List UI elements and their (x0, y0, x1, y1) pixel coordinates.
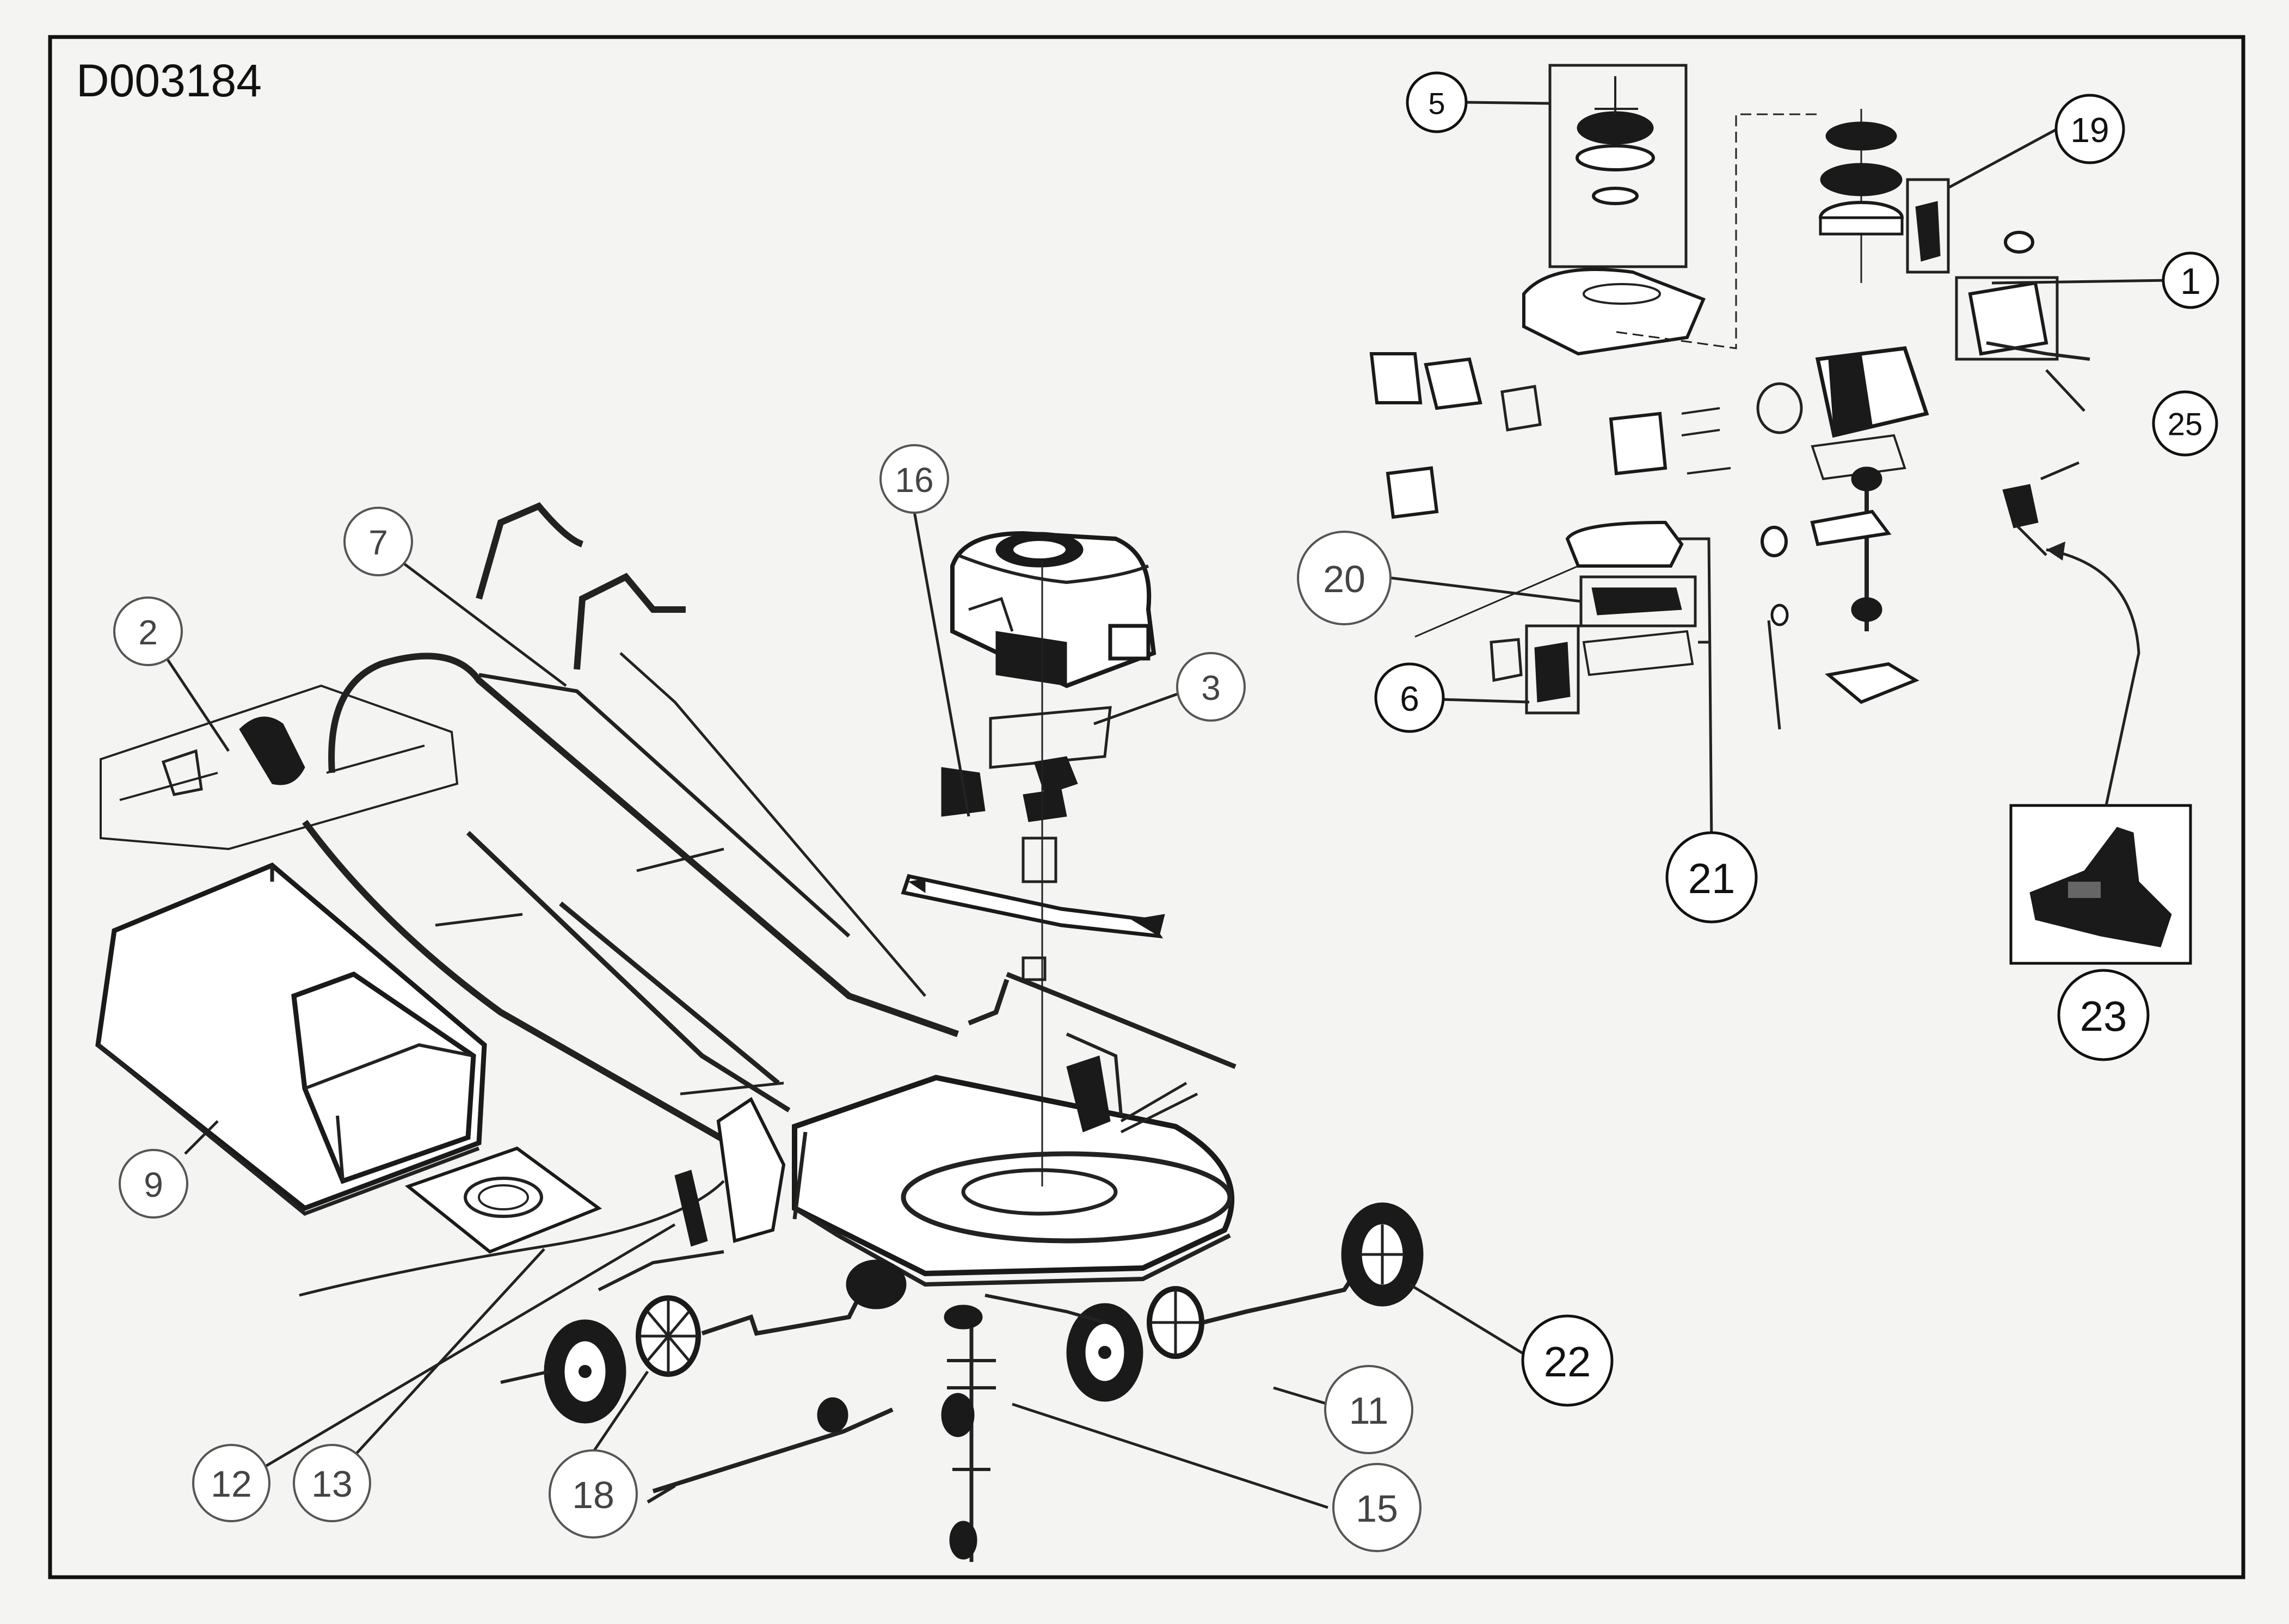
front-wheels (984, 1202, 1424, 1402)
callout-25: 25 (2152, 390, 2218, 457)
callout-22-label: 22 (1544, 1338, 1591, 1386)
engine-assembly (941, 531, 1156, 1186)
callout-6-label: 6 (1400, 679, 1419, 718)
callout-7-label: 7 (368, 523, 388, 562)
carburetor-box (1525, 624, 1580, 715)
callout-18-circle (549, 1449, 638, 1539)
starter-box (1548, 64, 1688, 268)
fuel-tank-box (1955, 276, 2059, 361)
callout-20-label: 20 (1323, 558, 1365, 600)
leader-lines (162, 101, 2172, 1509)
callout-9-circle (119, 1149, 188, 1219)
callout-13-label: 13 (311, 1463, 353, 1505)
mower-assembly (95, 502, 1424, 1562)
callout-19-circle (2054, 94, 2125, 164)
rear-axle-rod (500, 1370, 894, 1504)
callout-1: 1 (2162, 251, 2219, 309)
callout-23: 23 (2057, 969, 2150, 1061)
cutting-blade (901, 873, 1165, 939)
lower-handle (435, 831, 791, 1112)
inset-bracket (2009, 804, 2192, 965)
callout-22: 22 (1521, 1314, 1614, 1407)
callout-18: 18 (549, 1449, 638, 1539)
upper-handle (302, 502, 959, 1146)
callout-16-circle (879, 444, 949, 514)
callout-22-circle (1521, 1314, 1614, 1407)
callout-15: 15 (1332, 1463, 1422, 1552)
rear-wheels (544, 1259, 907, 1424)
callout-21: 21 (1665, 831, 1758, 924)
callout-9: 9 (119, 1149, 188, 1219)
grass-catcher (95, 862, 487, 1216)
callout-20-circle (1297, 531, 1392, 625)
callout-18-label: 18 (572, 1474, 614, 1516)
callout-12-label: 12 (211, 1463, 252, 1505)
rear-flap (404, 1146, 602, 1254)
callout-21-label: 21 (1688, 854, 1736, 902)
height-adjuster (598, 1097, 786, 1291)
callout-5-label: 5 (1428, 87, 1445, 121)
document-id: D003184 (76, 55, 262, 106)
callout-3: 3 (1176, 652, 1246, 722)
callout-15-circle (1332, 1463, 1422, 1552)
callout-6-circle (1374, 662, 1445, 733)
callout-5-circle (1406, 71, 1468, 133)
callout-13: 13 (293, 1444, 371, 1522)
callout-11-circle (1324, 1365, 1413, 1454)
callout-12-circle (192, 1444, 270, 1522)
callout-12: 12 (192, 1444, 270, 1522)
callout-23-label: 23 (2080, 992, 2127, 1040)
callout-3-label: 3 (1201, 668, 1221, 708)
arrow-head-23 (2046, 542, 2065, 561)
callout-13-circle (293, 1444, 371, 1522)
callout-1-circle (2162, 251, 2219, 309)
coil-box (1906, 178, 1950, 274)
callout-16: 16 (879, 444, 949, 514)
callout-3-circle (1176, 652, 1246, 722)
callout-25-label: 25 (2168, 407, 2203, 442)
callout-15-label: 15 (1356, 1487, 1398, 1530)
callout-11-label: 11 (1349, 1389, 1389, 1432)
callout-7-circle (343, 507, 413, 576)
diagram-frame (48, 35, 2245, 1579)
callout-16-label: 16 (895, 460, 933, 500)
callout-21-circle (1665, 831, 1758, 924)
callout-6: 6 (1374, 662, 1445, 733)
callout-19-label: 19 (2070, 110, 2109, 150)
callout-7: 7 (343, 507, 413, 576)
callout-2-label: 2 (138, 613, 158, 652)
callout-5: 5 (1406, 71, 1468, 133)
callout-2-circle (113, 596, 183, 666)
handle-control-box (100, 684, 459, 851)
callout-25-circle (2152, 390, 2218, 457)
mower-deck (792, 1074, 1235, 1287)
callout-23-circle (2057, 969, 2150, 1061)
callout-2: 2 (113, 596, 183, 666)
rear-baffle (968, 956, 1236, 1134)
callout-19: 19 (2054, 94, 2125, 164)
callout-1-label: 1 (2180, 261, 2201, 302)
drive-shaft (941, 1305, 996, 1562)
callout-9-label: 9 (144, 1165, 163, 1204)
callout-20: 20 (1297, 531, 1392, 625)
callout-11: 11 (1324, 1365, 1413, 1454)
engine-exploded-view (1369, 64, 2090, 730)
